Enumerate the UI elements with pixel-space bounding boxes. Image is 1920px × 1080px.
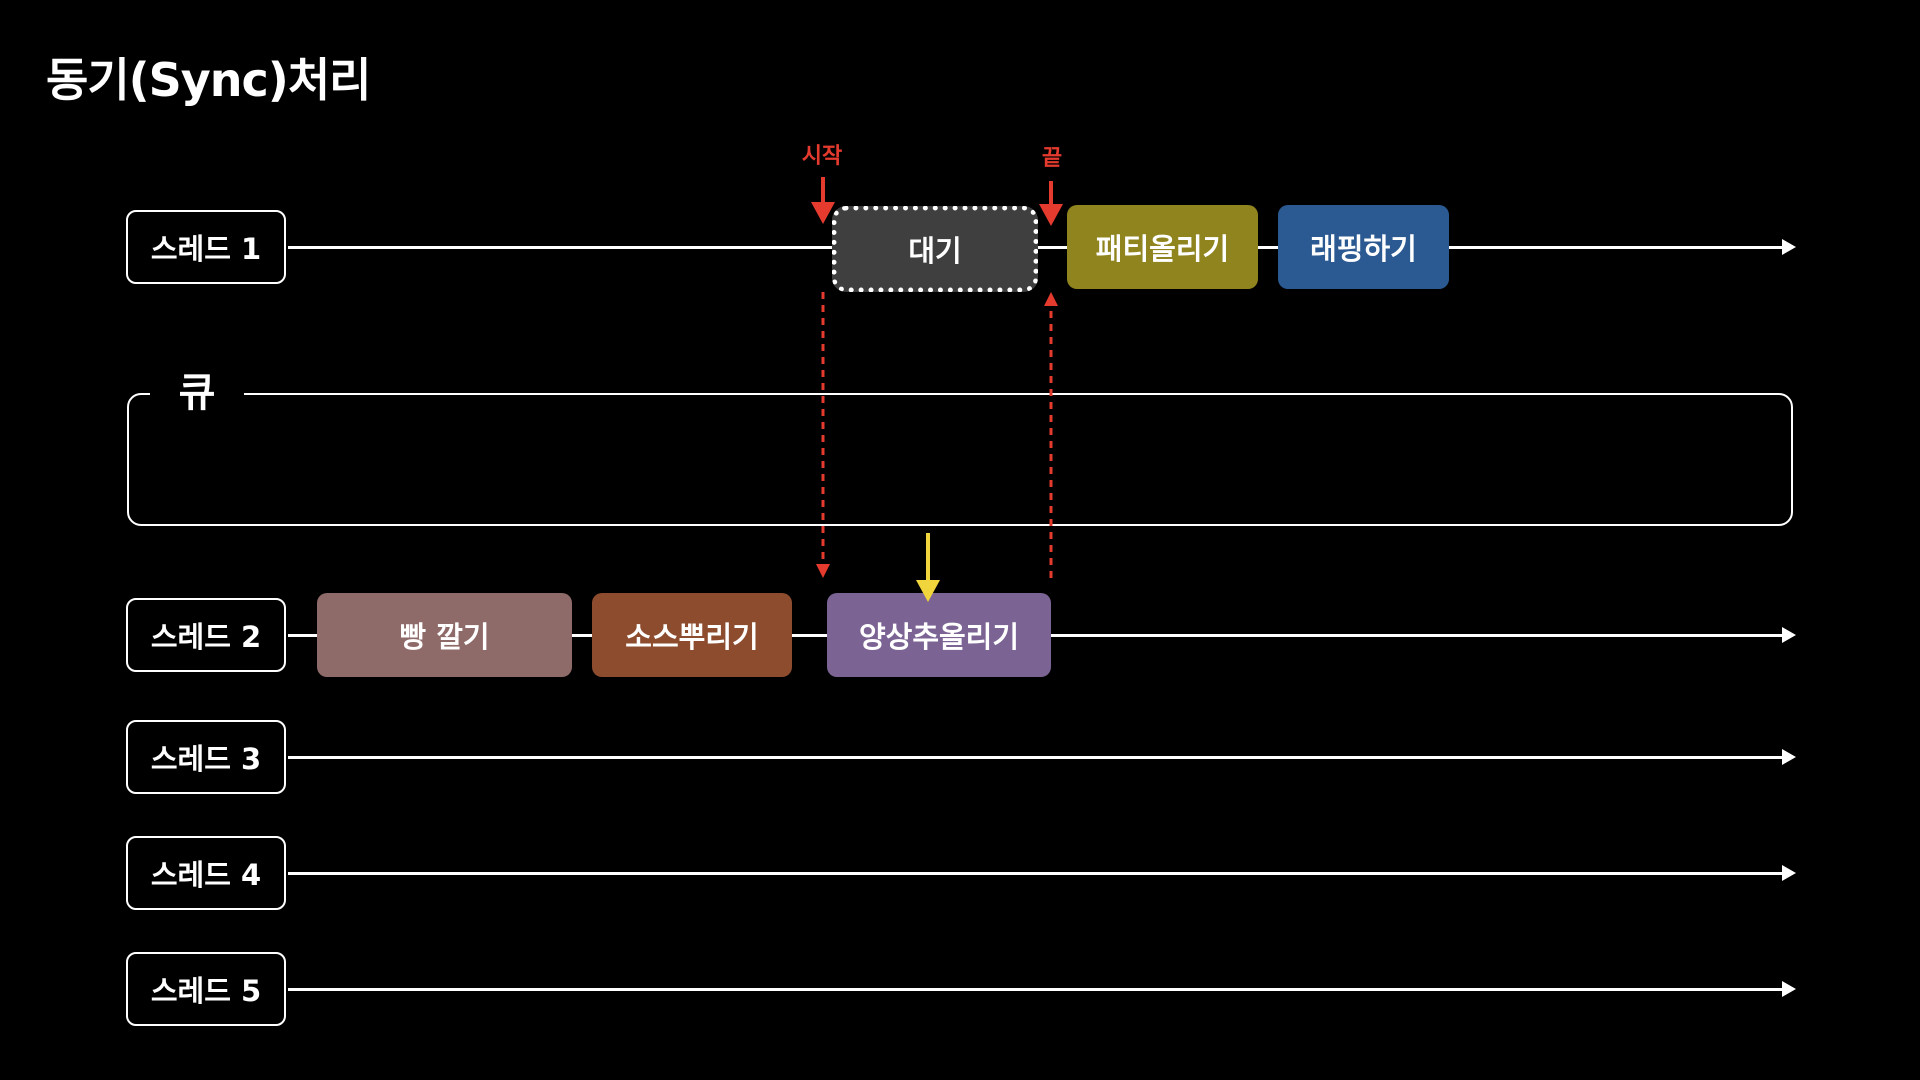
thread-5-label: 스레드 5 bbox=[126, 952, 286, 1026]
thread-3-label: 스레드 3 bbox=[126, 720, 286, 794]
thread-3-timeline bbox=[288, 749, 1796, 765]
wrap-task: 래핑하기 bbox=[1278, 205, 1449, 289]
end-marker-label: 끝 bbox=[1041, 146, 1063, 171]
queue-label: 큐 bbox=[150, 368, 244, 418]
thread-4-timeline bbox=[288, 865, 1796, 881]
sauce-task: 소스뿌리기 bbox=[592, 593, 792, 677]
thread-5-timeline bbox=[288, 981, 1796, 997]
start-marker-label: 시작 bbox=[801, 144, 843, 169]
thread-1-label: 스레드 1 bbox=[126, 210, 286, 284]
queue-box bbox=[127, 393, 1793, 526]
current-task-pointer-icon bbox=[916, 533, 940, 602]
thread-2-label: 스레드 2 bbox=[126, 598, 286, 672]
page-title: 동기(Sync)처리 bbox=[46, 53, 371, 107]
thread-4-label: 스레드 4 bbox=[126, 836, 286, 910]
wait-task: 대기 bbox=[832, 206, 1038, 292]
patty-task: 패티올리기 bbox=[1067, 205, 1258, 289]
end-arrow-icon bbox=[1039, 181, 1063, 226]
bread-task: 빵 깔기 bbox=[317, 593, 572, 677]
lettuce-task: 양상추올리기 bbox=[827, 593, 1051, 677]
